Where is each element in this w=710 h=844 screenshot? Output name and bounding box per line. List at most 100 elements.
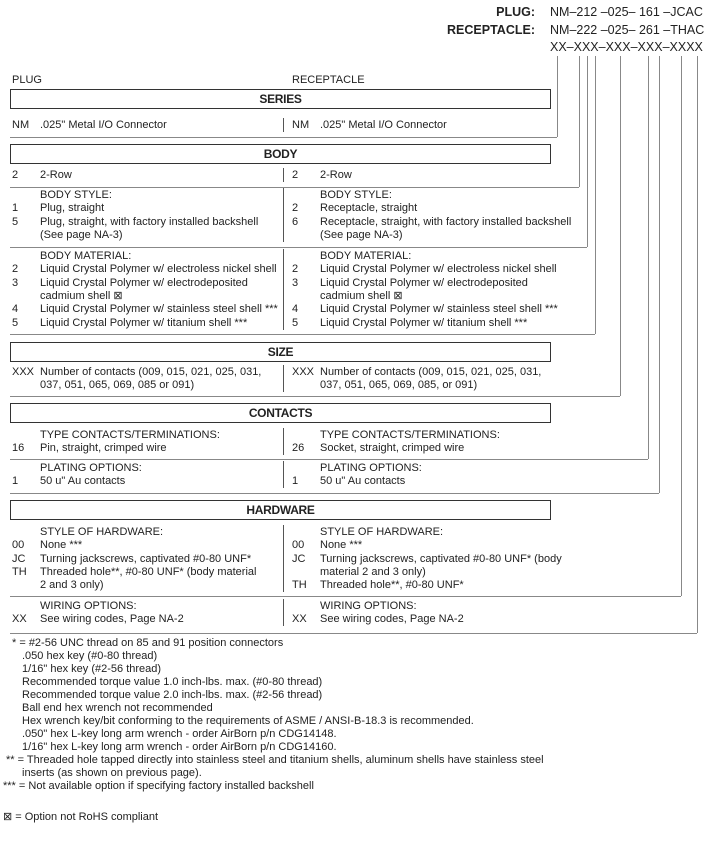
section-header-contacts: CONTACTS	[10, 403, 551, 423]
option-description: 2-Row	[320, 169, 352, 181]
option-description: cadmium shell ⊠	[40, 289, 123, 302]
option-description: Liquid Crystal Polymer w/ titanium shell…	[320, 316, 528, 329]
section-header-body: BODY	[10, 144, 551, 164]
option-code: 16	[12, 442, 25, 455]
column-divider	[283, 118, 284, 132]
footnote: Hex wrench key/bit conforming to the req…	[22, 715, 474, 727]
footnote: *** = Not available option if specifying…	[3, 780, 314, 792]
option-description: .025" Metal I/O Connector	[40, 119, 167, 131]
option-code: 00	[12, 539, 25, 552]
part-number-template: XX–XXX–XXX–XXX–XXXX	[550, 40, 703, 54]
option-code: 1	[12, 202, 19, 215]
option-code: 5	[12, 316, 19, 329]
option-description: Plug, straight	[40, 202, 105, 215]
plug-label: PLUG:	[496, 5, 535, 19]
option-code: 1	[12, 475, 19, 488]
option-description: See wiring codes, Page NA-2	[320, 613, 464, 626]
column-divider	[283, 365, 284, 393]
option-code: JC	[292, 552, 306, 565]
option-description: 037, 051, 065, 069, 085, or 091)	[320, 379, 478, 392]
receptacle-part-number: NM–222 –025– 261 –THAC	[550, 23, 705, 37]
column-divider	[283, 168, 284, 182]
option-description: Receptacle, straight	[320, 202, 418, 215]
rohs-note: ⊠ = Option not RoHS compliant	[3, 811, 159, 823]
option-code: TH	[292, 579, 307, 592]
code-leader-line	[579, 56, 580, 187]
section-header-hardware: HARDWARE	[10, 500, 551, 520]
section-bottom-line	[10, 137, 557, 138]
option-description: See wiring codes, Page NA-2	[40, 613, 184, 626]
column-divider	[283, 599, 284, 627]
column-divider	[283, 188, 284, 242]
code-leader-line	[648, 56, 649, 459]
option-group-heading: WIRING OPTIONS:	[320, 600, 417, 612]
section-bottom-line	[10, 633, 697, 634]
option-description: 50 u" Au contacts	[320, 475, 406, 488]
option-description: None ***	[40, 539, 83, 552]
option-description: (See page NA-3)	[40, 228, 123, 241]
section-bottom-line	[10, 396, 620, 397]
section-bottom-line	[10, 334, 595, 335]
section-bottom-line	[10, 493, 659, 494]
option-description: Turning jackscrews, captivated #0-80 UNF…	[320, 552, 562, 565]
option-description: None ***	[320, 539, 363, 552]
footnote: 1/16" hex L-key long arm wrench - order …	[22, 741, 337, 753]
option-description: material 2 and 3 only)	[320, 565, 426, 578]
option-code: 2	[12, 169, 19, 181]
option-code: 2	[292, 169, 299, 181]
option-group-heading: TYPE CONTACTS/TERMINATIONS:	[40, 429, 220, 441]
receptacle-label: RECEPTACLE:	[447, 23, 535, 37]
option-description: Threaded hole**, #0-80 UNF* (body materi…	[40, 565, 257, 578]
option-code: XXX	[12, 366, 35, 378]
option-group-heading: STYLE OF HARDWARE:	[40, 526, 164, 538]
code-leader-line	[681, 56, 682, 596]
option-code: 4	[12, 303, 19, 316]
option-description: Liquid Crystal Polymer w/ titanium shell…	[40, 316, 248, 329]
footnote: 1/16" hex key (#2-56 thread)	[22, 663, 162, 675]
option-code: XX	[292, 613, 307, 626]
option-description: (See page NA-3)	[320, 228, 403, 241]
option-description: Liquid Crystal Polymer w/ electrodeposit…	[40, 276, 248, 289]
code-leader-line	[557, 56, 558, 137]
option-group-heading: PLATING OPTIONS:	[40, 462, 142, 474]
option-code: 2	[12, 263, 19, 276]
footnote: Ball end hex wrench not recommended	[22, 702, 213, 714]
option-group-heading: BODY STYLE:	[40, 189, 112, 201]
option-code: TH	[12, 565, 27, 578]
footnote: .050 hex key (#0-80 thread)	[22, 650, 158, 662]
option-group-heading: BODY MATERIAL:	[320, 250, 412, 262]
section-bottom-line	[10, 596, 681, 597]
option-code: XX	[12, 613, 27, 626]
option-description: Liquid Crystal Polymer w/ stainless stee…	[40, 303, 278, 316]
option-code: 5	[292, 316, 299, 329]
option-description: 2-Row	[40, 169, 72, 181]
option-description: Number of contacts (009, 015, 021, 025, …	[320, 366, 542, 378]
column-divider	[283, 428, 284, 456]
option-group-heading: TYPE CONTACTS/TERMINATIONS:	[320, 429, 500, 441]
footnote: ** = Threaded hole tapped directly into …	[6, 754, 544, 766]
option-code: NM	[12, 119, 30, 131]
code-leader-line	[659, 56, 660, 493]
receptacle-column-heading: RECEPTACLE	[292, 74, 365, 86]
option-group-heading: WIRING OPTIONS:	[40, 600, 137, 612]
option-description: Receptacle, straight, with factory insta…	[320, 215, 572, 228]
option-group-heading: PLATING OPTIONS:	[320, 462, 422, 474]
option-description: Number of contacts (009, 015, 021, 025, …	[40, 366, 262, 378]
option-group-heading: STYLE OF HARDWARE:	[320, 526, 444, 538]
option-code: XXX	[292, 366, 315, 378]
section-bottom-line	[10, 247, 587, 248]
option-description: 50 u" Au contacts	[40, 475, 126, 488]
section-bottom-line	[10, 459, 648, 460]
option-description: Pin, straight, crimped wire	[40, 442, 167, 455]
option-description: cadmium shell ⊠	[320, 289, 403, 302]
code-leader-line	[620, 56, 621, 396]
section-bottom-line	[10, 187, 579, 188]
option-code: 4	[292, 303, 299, 316]
column-divider	[283, 525, 284, 593]
plug-column-heading: PLUG	[12, 74, 42, 86]
code-leader-line	[587, 56, 588, 247]
column-divider	[283, 249, 284, 330]
option-code: 2	[292, 263, 299, 276]
option-description: Threaded hole**, #0-80 UNF*	[320, 579, 464, 592]
plug-part-number: NM–212 –025– 161 –JCAC	[550, 5, 703, 19]
